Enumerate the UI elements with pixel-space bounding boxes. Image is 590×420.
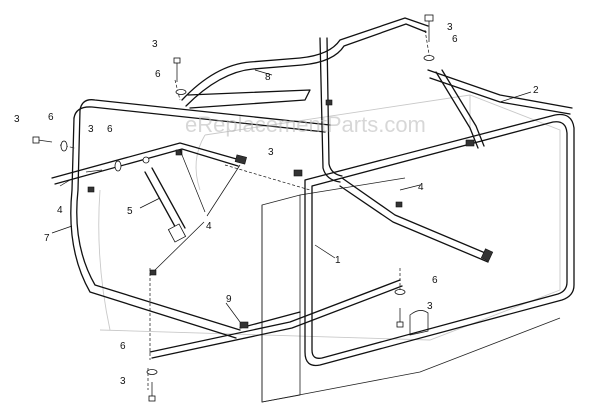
leader-lines — [51, 69, 532, 323]
upper-right-tube — [319, 37, 573, 183]
callout-6-bottom: 6 — [120, 341, 126, 352]
callout-6-left: 6 — [48, 112, 54, 123]
bottom-bar-9 — [149, 279, 403, 359]
callout-1: 1 — [335, 255, 341, 266]
callout-4-right: 4 — [418, 182, 424, 193]
hardware — [32, 14, 475, 402]
callout-6-mid-left: 6 — [107, 124, 113, 135]
strut-part-5 — [142, 156, 187, 243]
callout-4-center: 4 — [206, 221, 212, 232]
callout-3-mid-left: 3 — [88, 124, 94, 135]
control-panel — [261, 177, 561, 403]
callout-3-left: 3 — [14, 114, 20, 125]
frame-part-2 — [304, 113, 575, 367]
callout-5: 5 — [127, 206, 133, 217]
callout-3-lower-right: 3 — [427, 301, 433, 312]
callout-2: 2 — [533, 85, 539, 96]
callout-7: 7 — [44, 233, 50, 244]
cross-tube-right — [339, 177, 494, 263]
callout-3-top: 3 — [152, 39, 158, 50]
callout-8: 8 — [265, 72, 271, 83]
diagonal-bar — [51, 142, 247, 185]
callout-6-top-right: 6 — [452, 34, 458, 45]
callout-3-center: 3 — [268, 147, 274, 158]
generator-body-outline — [98, 94, 561, 341]
top-bar-8 — [181, 17, 429, 109]
frame-part-7 — [70, 99, 331, 339]
callout-3-top-right: 3 — [447, 22, 453, 33]
callout-6-lower-right: 6 — [432, 275, 438, 286]
watermark-text: eReplacementParts.com — [185, 112, 426, 137]
callout-9: 9 — [226, 294, 232, 305]
callout-4-left: 4 — [57, 205, 63, 216]
callout-labels: 1 2 3 3 3 3 3 3 3 4 4 4 5 6 6 6 6 6 6 7 … — [14, 22, 539, 387]
callout-3-bottom: 3 — [120, 376, 126, 387]
callout-6-top: 6 — [155, 69, 161, 80]
